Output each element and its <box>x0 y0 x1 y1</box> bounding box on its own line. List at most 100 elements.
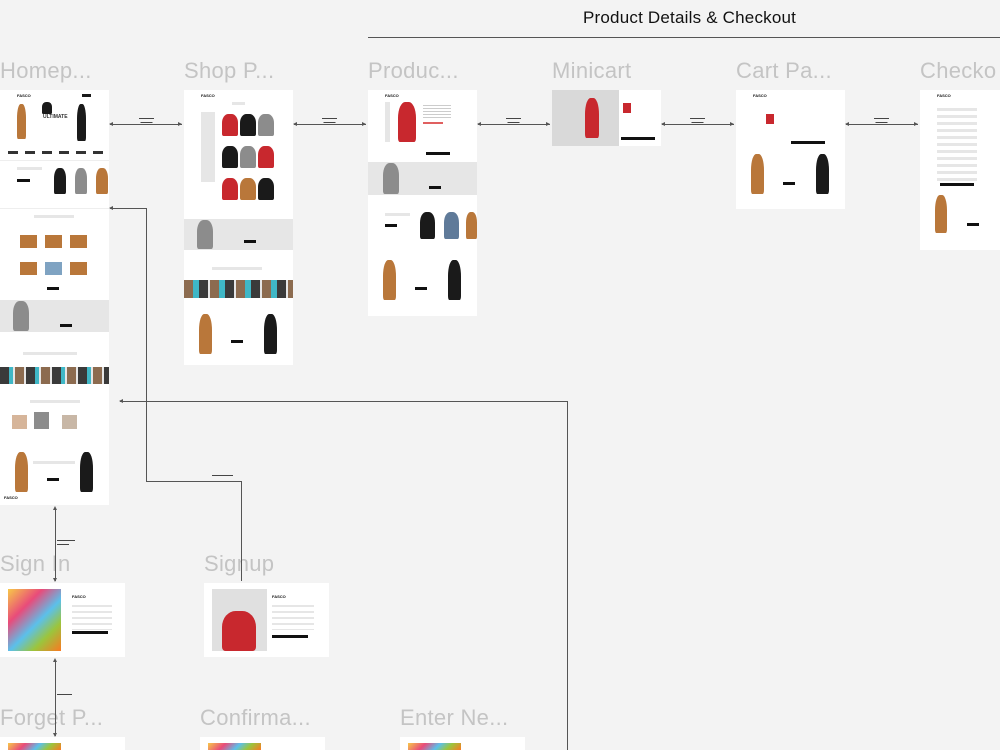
flow-note-cart-checkout: ▬▬▬▬▬▬▬▬▬ <box>874 116 889 124</box>
minicart-drawer <box>619 90 661 146</box>
frame-label-signin[interactable]: Sign In <box>0 551 71 576</box>
enter-new-password-frame[interactable] <box>400 737 525 750</box>
forget-password-frame[interactable] <box>0 737 125 750</box>
confirmation-frame[interactable] <box>200 737 325 750</box>
flow-connector-enter-new-home-h <box>120 401 568 402</box>
flow-arrow-left <box>477 122 481 126</box>
product-info <box>423 105 451 119</box>
product-details-frame[interactable]: FASCO <box>368 90 477 316</box>
homepage-product-card <box>45 262 62 275</box>
cart-logo: FASCO <box>753 93 767 98</box>
flow-arrow-right <box>178 122 182 126</box>
cart-checkout-button <box>791 141 825 144</box>
homepage-deals-button <box>17 179 30 182</box>
section-divider <box>368 37 1000 38</box>
shop-frame[interactable]: FASCO <box>184 90 293 365</box>
shop-product-image <box>222 114 238 136</box>
cart-item-image <box>766 114 774 124</box>
flow-connector-shop-product <box>294 124 366 125</box>
shop-instagram-gallery <box>184 280 293 298</box>
signup-frame[interactable]: FASCO <box>204 583 329 657</box>
signup-hero-model <box>222 611 256 651</box>
product-newsletter-model-left <box>383 260 396 300</box>
homepage-footer-logo: FASCO <box>4 495 18 500</box>
shop-product-image <box>222 146 238 168</box>
cart-newsletter-button <box>783 182 795 185</box>
homepage-separator <box>0 160 109 161</box>
minicart-item-image <box>623 103 631 113</box>
forget-password-hero-image <box>8 743 61 750</box>
flow-connector-signin-forget <box>55 662 56 736</box>
homepage-hero-model-right <box>77 104 86 141</box>
homepage-new-arrivals-heading <box>34 215 74 218</box>
flow-connector-signup-home-h1 <box>110 208 146 209</box>
enter-new-password-hero-image <box>408 743 461 750</box>
frame-label-homepage[interactable]: Homep... <box>0 58 92 83</box>
flow-note-minicart-cart: ▬▬▬▬▬▬▬▬▬ <box>690 116 705 124</box>
checkout-pay-button <box>940 183 974 186</box>
product-deal-image <box>444 212 459 239</box>
minicart-frame[interactable] <box>552 90 661 146</box>
flow-connector-enter-new-home-v <box>567 401 568 750</box>
frame-label-cart[interactable]: Cart Pa... <box>736 58 832 83</box>
shop-newsletter-button <box>231 340 243 343</box>
flow-note-home-shop: ▬▬▬▬▬▬▬▬▬ <box>139 116 154 124</box>
homepage-signup-button <box>82 94 91 97</box>
flow-connector-signup-home-h2 <box>146 481 241 482</box>
flow-connector-signup-home-v2 <box>241 481 242 581</box>
homepage-testimonial-avatar <box>62 415 77 429</box>
flow-connector-minicart-cart <box>662 124 734 125</box>
checkout-newsletter-button <box>967 223 979 226</box>
flow-arrow-right <box>730 122 734 126</box>
homepage-brand-strip <box>8 151 103 154</box>
product-deal-image <box>420 212 435 239</box>
flow-arrow-down <box>53 578 57 582</box>
signup-logo: FASCO <box>272 594 286 599</box>
product-main-image <box>398 102 416 142</box>
frame-label-enter-new-password[interactable]: Enter Ne... <box>400 705 509 730</box>
flow-arrow-right <box>362 122 366 126</box>
cart-newsletter-model-left <box>751 154 764 194</box>
shop-heading <box>232 102 245 105</box>
homepage-hero-title: ULTIMATE <box>43 114 68 120</box>
flow-note-product-minicart: ▬▬▬▬▬▬▬▬▬ <box>506 116 521 124</box>
shop-newsletter-model-left <box>199 314 212 354</box>
product-price <box>423 122 443 124</box>
shop-product-image <box>258 146 274 168</box>
homepage-product-card <box>70 235 87 248</box>
homepage-deal-image-2 <box>75 168 87 194</box>
homepage-instagram-gallery <box>0 367 109 384</box>
flow-arrow-left <box>293 122 297 126</box>
cart-frame[interactable]: FASCO <box>736 90 845 209</box>
flow-arrow-right <box>546 122 550 126</box>
homepage-deals-heading <box>17 167 42 170</box>
frame-label-minicart[interactable]: Minicart <box>552 58 632 83</box>
shop-filter-sidebar <box>201 112 215 182</box>
frame-label-confirmation[interactable]: Confirma... <box>200 705 311 730</box>
signup-form <box>272 605 314 630</box>
frame-label-forget-password[interactable]: Forget P... <box>0 705 104 730</box>
homepage-frame[interactable]: FASCO ULTIMATE FASCO <box>0 90 109 505</box>
signin-frame[interactable]: FASCO <box>0 583 125 657</box>
frame-label-shop[interactable]: Shop P... <box>184 58 275 83</box>
minicart-checkout-button <box>621 137 655 140</box>
frame-label-checkout[interactable]: Checko <box>920 58 997 83</box>
product-add-to-cart-button <box>426 152 450 155</box>
flow-note-signin-forget: ▬▬▬▬▬ <box>57 692 72 696</box>
homepage-view-more-button <box>47 287 59 290</box>
flow-connector-home-signin <box>55 510 56 581</box>
flow-arrow-left <box>661 122 665 126</box>
shop-product-image <box>258 178 274 200</box>
frame-label-product[interactable]: Produc... <box>368 58 459 83</box>
homepage-deal-image-3 <box>96 168 108 194</box>
homepage-promo-button <box>60 324 72 327</box>
checkout-frame[interactable]: FASCO <box>920 90 1000 250</box>
homepage-product-card <box>45 235 62 248</box>
shop-instagram-heading <box>212 267 262 270</box>
product-promo-model <box>383 163 399 194</box>
checkout-form <box>937 108 977 183</box>
flow-arrow-left <box>109 122 113 126</box>
frame-label-signup[interactable]: Signup <box>204 551 275 576</box>
homepage-product-card <box>20 235 37 248</box>
shop-newsletter-model-right <box>264 314 277 354</box>
